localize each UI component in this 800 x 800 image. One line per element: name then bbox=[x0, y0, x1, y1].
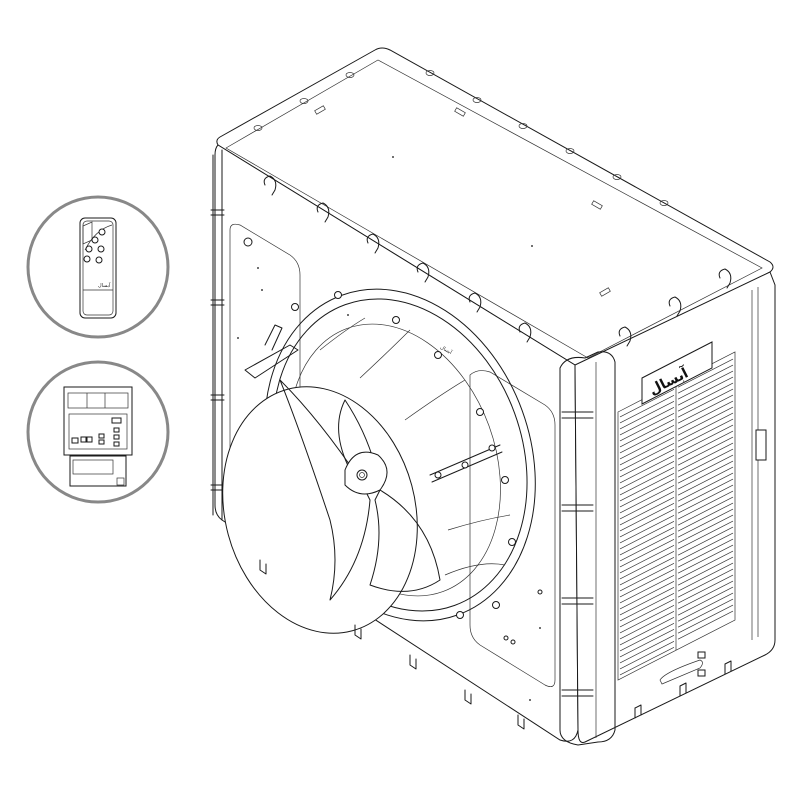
pillar-bands bbox=[561, 411, 594, 697]
cooler-unit: آبسال آبسال bbox=[210, 47, 776, 746]
remote-brand-badge: آبسال bbox=[98, 282, 111, 289]
lid-clips-front bbox=[263, 175, 732, 347]
front-face bbox=[214, 144, 579, 742]
ring-bolts bbox=[291, 291, 516, 619]
fan-assembly bbox=[222, 288, 536, 634]
inset-control-panel bbox=[26, 360, 170, 504]
louver-grille bbox=[617, 351, 736, 681]
bottom-tabs bbox=[259, 559, 732, 730]
inset-remote-control: آبسال bbox=[26, 195, 170, 339]
face-screws bbox=[237, 267, 543, 701]
